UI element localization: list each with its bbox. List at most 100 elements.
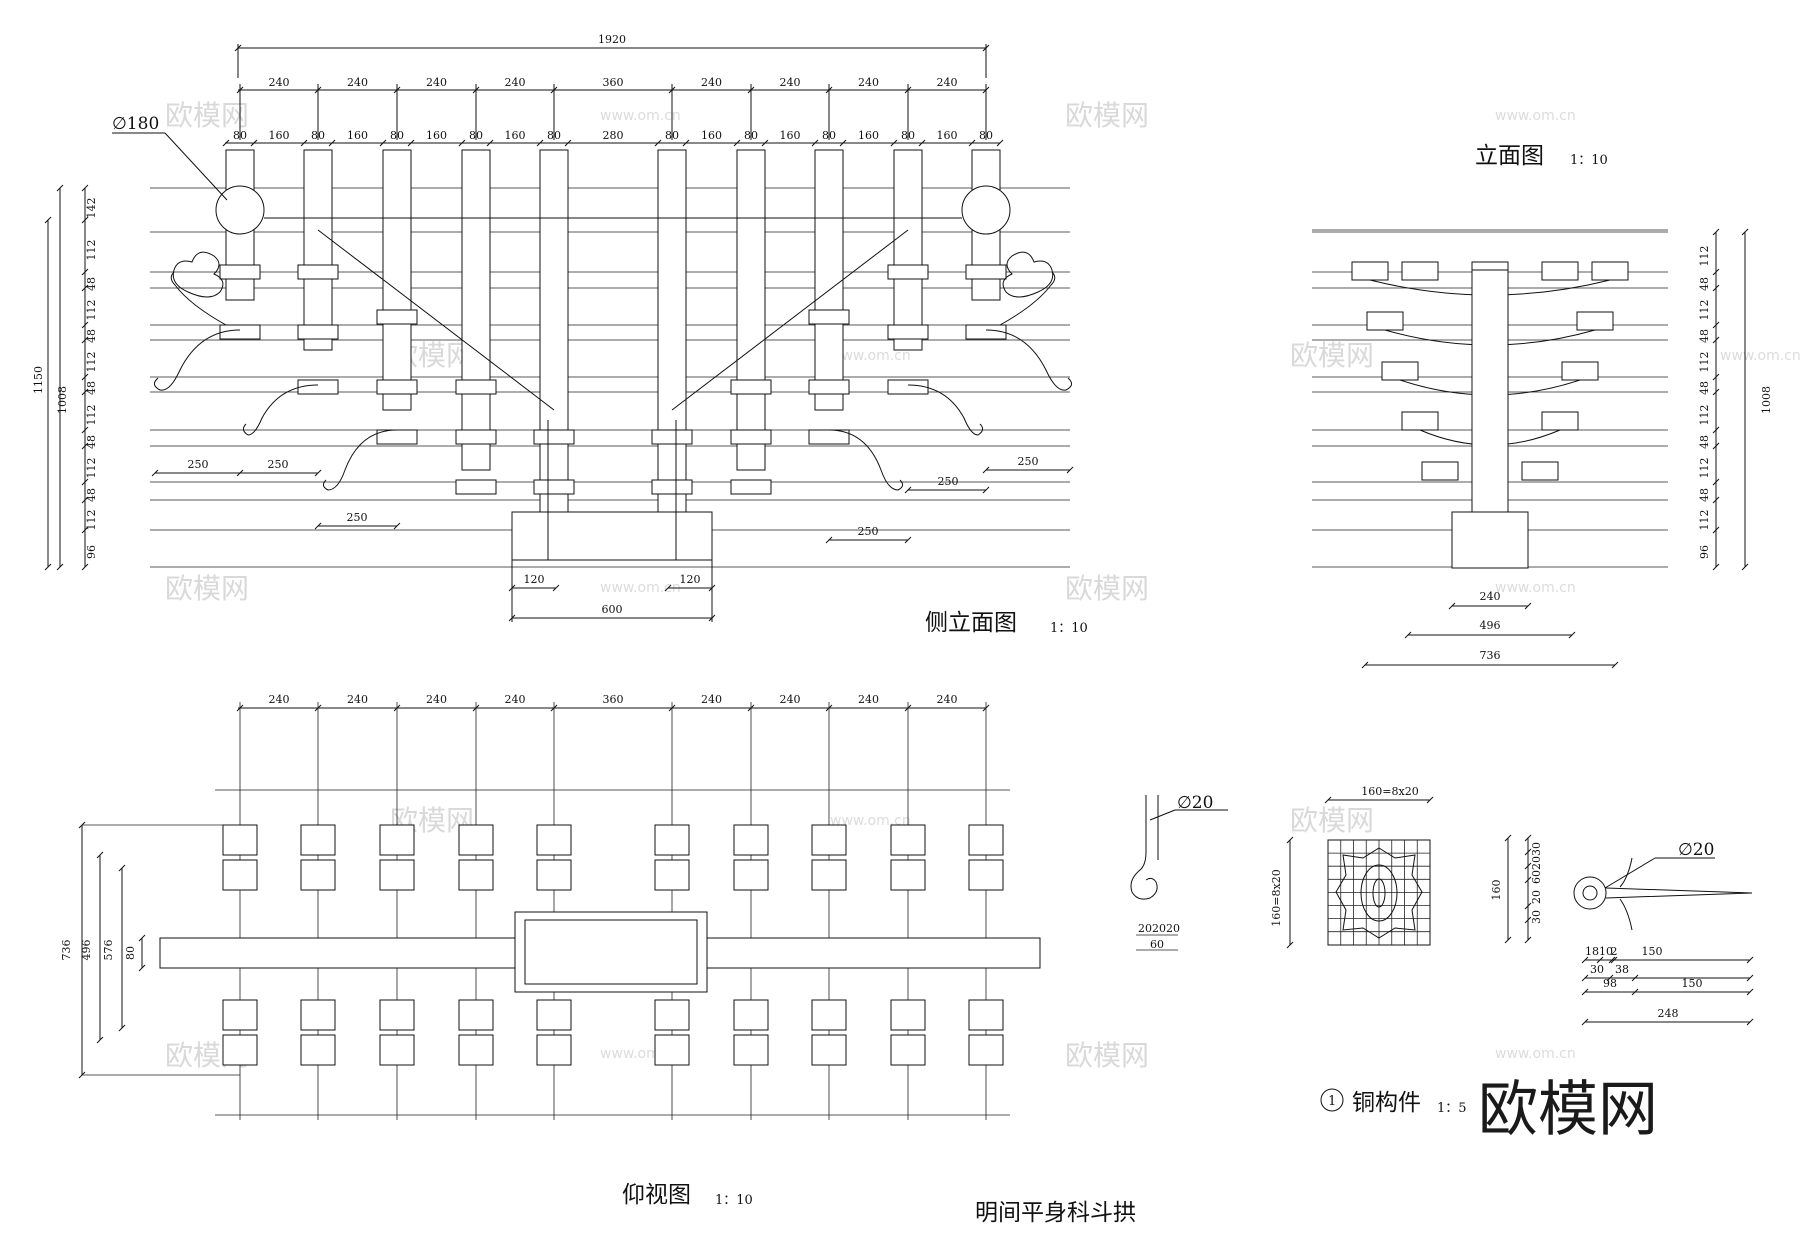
dim-tick bbox=[1610, 956, 1618, 964]
bottom-block bbox=[890, 999, 926, 1031]
dim-tick bbox=[1631, 974, 1639, 982]
cloud-arm bbox=[170, 271, 227, 326]
nail-ring bbox=[1573, 876, 1607, 910]
dim-tick bbox=[552, 584, 560, 592]
height-dim: 112 bbox=[85, 405, 98, 426]
height-dim: 112 bbox=[85, 458, 98, 479]
dim-tick bbox=[56, 184, 64, 192]
front-block bbox=[1366, 311, 1404, 331]
span-dim: 240 bbox=[505, 76, 526, 89]
dim-tick bbox=[1324, 796, 1332, 804]
nail-dim: 20 bbox=[1530, 856, 1543, 870]
dim-tick bbox=[1426, 796, 1434, 804]
front-bottom-dim: 240 bbox=[1480, 590, 1501, 603]
watermark-text: 欧模网 bbox=[165, 572, 249, 605]
bottom-dim: 250 bbox=[1018, 455, 1039, 468]
watermark-text: 欧模网 bbox=[1290, 339, 1374, 372]
hook-dim: 20 bbox=[1166, 922, 1180, 935]
bottom-block bbox=[458, 999, 494, 1031]
dim-tick bbox=[654, 139, 662, 147]
span-dim: 240 bbox=[269, 76, 290, 89]
front-bottom-dim: 496 bbox=[1480, 619, 1501, 632]
bottom-block bbox=[536, 859, 572, 891]
dim-tick bbox=[1712, 478, 1720, 486]
dim-tick bbox=[1712, 442, 1720, 450]
center-block bbox=[514, 911, 708, 993]
dim-tick bbox=[314, 469, 322, 477]
nail-dim: 98 bbox=[1603, 977, 1617, 990]
dim-tick bbox=[250, 139, 258, 147]
dim-tick bbox=[151, 469, 159, 477]
bottom-block bbox=[890, 824, 926, 856]
bottom-view-scale: 1：10 bbox=[715, 1193, 753, 1208]
dim-tick bbox=[1524, 876, 1532, 884]
dim-tick bbox=[81, 321, 89, 329]
bottom-span-dim: 240 bbox=[937, 693, 958, 706]
dim-tick bbox=[44, 216, 52, 224]
column-top-circle bbox=[961, 185, 1011, 235]
front-block bbox=[1591, 261, 1629, 281]
watermark-url: www.om.cn bbox=[1495, 108, 1576, 124]
bottom-block bbox=[536, 824, 572, 856]
height-dim: 48 bbox=[85, 277, 98, 291]
dim-tick bbox=[1741, 228, 1749, 236]
dim-tick bbox=[1581, 1018, 1589, 1026]
sub-span-dim: 160 bbox=[347, 129, 368, 142]
bracket-block bbox=[297, 264, 339, 280]
watermark-url: www.om.cn bbox=[600, 108, 681, 124]
dim-tick bbox=[1581, 988, 1589, 996]
dim-tick bbox=[1746, 974, 1754, 982]
dim-tick bbox=[1448, 602, 1456, 610]
dim-tick bbox=[1611, 661, 1619, 669]
bottom-view-title: 仰视图 bbox=[622, 1182, 691, 1208]
sub-span-dim: 280 bbox=[603, 129, 624, 142]
dim-tick bbox=[1746, 956, 1754, 964]
bracket-block bbox=[533, 429, 575, 445]
front-block bbox=[1401, 411, 1439, 431]
bottom-dim: 250 bbox=[858, 525, 879, 538]
front-height-dim: 48 bbox=[1698, 488, 1711, 502]
dim-tick bbox=[81, 478, 89, 486]
bottom-span-dim: 240 bbox=[858, 693, 879, 706]
bottom-left-dim: 576 bbox=[102, 940, 115, 961]
bottom-span-dim: 240 bbox=[701, 693, 722, 706]
height-dim: 142 bbox=[85, 198, 98, 219]
hook-dim: 20 bbox=[1138, 922, 1152, 935]
site-logo: 欧模网 bbox=[1478, 1075, 1658, 1145]
dim-tick bbox=[314, 522, 322, 530]
dim-tick bbox=[96, 851, 104, 859]
base-block bbox=[511, 511, 713, 561]
dim-tick bbox=[1581, 974, 1589, 982]
bottom-block bbox=[300, 824, 336, 856]
dim-tick bbox=[1504, 936, 1512, 944]
height-dim: 112 bbox=[85, 300, 98, 321]
bottom-block bbox=[654, 999, 690, 1031]
leader-line bbox=[164, 132, 228, 201]
dim-tick bbox=[138, 934, 146, 942]
post-column bbox=[893, 149, 923, 351]
bracket-block bbox=[887, 379, 929, 395]
dim-tick bbox=[1608, 956, 1616, 964]
cloud-ornament bbox=[1002, 251, 1054, 298]
dim-tick bbox=[118, 1024, 126, 1032]
front-bottom-dim: 736 bbox=[1480, 649, 1501, 662]
dim-tick bbox=[81, 284, 89, 292]
dim-tick bbox=[1286, 941, 1294, 949]
side-elevation-scale: 1：10 bbox=[1050, 621, 1088, 636]
watermark-text: 欧模网 bbox=[1065, 99, 1149, 132]
base-dim: 120 bbox=[524, 573, 545, 586]
bottom-block bbox=[733, 999, 769, 1031]
nail-dim: 30 bbox=[1590, 963, 1604, 976]
dim-tick bbox=[222, 139, 230, 147]
bottom-dim: 250 bbox=[188, 458, 209, 471]
bottom-block bbox=[379, 859, 415, 891]
dim-tick bbox=[81, 373, 89, 381]
dim-tick bbox=[1404, 631, 1412, 639]
watermark-text: 欧模网 bbox=[165, 99, 249, 132]
nail-spike bbox=[1605, 887, 1753, 899]
dim-tick bbox=[890, 139, 898, 147]
height-dim: 48 bbox=[85, 381, 98, 395]
bottom-block bbox=[536, 999, 572, 1031]
copper-part-scale: 1：5 bbox=[1437, 1101, 1467, 1116]
bottom-block bbox=[300, 999, 336, 1031]
